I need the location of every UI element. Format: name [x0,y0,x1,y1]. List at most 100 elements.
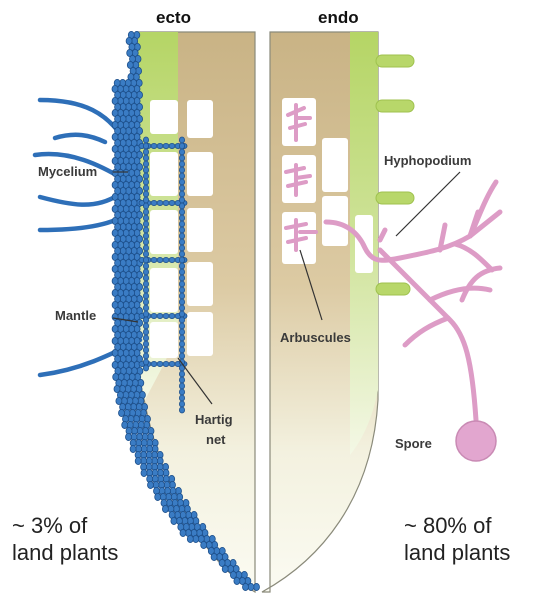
hypha-bead [186,535,194,544]
hypha-bead [178,370,185,378]
hypha-bead [142,226,149,234]
hypha-bead [178,262,185,270]
hypha-bead [142,244,149,252]
label-hartig-line2: net [206,432,226,447]
hypha-bead [129,444,137,453]
hypha-bead [142,286,149,294]
ecto-root [137,31,256,594]
hypha-bead [125,432,132,441]
hypha-bead [178,202,185,210]
label-mantle: Mantle [55,308,97,323]
hypha-bead [178,214,185,222]
hypha-bead [150,256,158,263]
hypha-bead [178,148,185,156]
hypha-bead [142,160,149,168]
hypha-bead [142,142,149,150]
label-spore: Spore [395,436,432,451]
hypha-bead [178,286,185,294]
hypha-bead [178,136,185,144]
hypha-bead [142,334,149,342]
hypha-bead [168,199,176,206]
hypha-bead [161,504,169,513]
hypha-bead [233,577,241,586]
hypha-bead [142,310,149,318]
hypha-bead [170,517,178,526]
hypha-bead [142,172,149,180]
hypha-bead [178,178,185,186]
hypha-bead [142,268,149,276]
hypha-bead [142,208,149,216]
hypha-bead [113,384,121,393]
hypha-bead [221,565,229,574]
stat-ecto-line2: land plants [12,540,119,565]
endo-root [261,31,415,593]
spore-body [455,420,497,462]
hypha-bead [178,388,185,396]
heading-endo: endo [318,8,359,27]
hypha-bead [178,196,185,204]
hypha-bead [242,583,249,592]
hypha-bead [178,250,185,258]
hypha-bead [142,190,149,198]
hypha-bead [147,480,154,489]
hypha-bead [178,328,185,336]
stat-ecto-line1: ~ 3% of [12,513,88,538]
hypha-bead [142,166,149,174]
hypha-bead [142,322,149,330]
hypha-bead [142,346,149,354]
hypha-bead [142,136,149,144]
hypha-bead [178,184,185,192]
hypha-bead [142,316,149,324]
hypha-bead [178,208,185,216]
hypha-bead [142,238,149,246]
hypha-bead [150,199,158,206]
hypha-bead [162,360,170,367]
hypha-bead [142,256,149,264]
hypha-bead [156,199,164,206]
hypha-bead [178,268,185,276]
hypha-bead [178,316,185,324]
hypha-bead [178,310,185,318]
hypha-bead [178,244,185,252]
hypha-bead [168,142,176,149]
label-mycelium: Mycelium [38,164,98,179]
label-hyphopodium: Hyphopodium [384,153,472,168]
hypha-bead [178,406,185,414]
hypha-bead [178,322,185,330]
hypha-bead [178,166,185,174]
stat-endo-line1: ~ 80% of [404,513,492,538]
label-hartig-line1: Hartig [195,412,233,427]
hypha-bead [178,376,185,384]
hypha-bead [178,256,185,264]
hypha-bead [142,262,149,270]
hypha-bead [178,142,185,150]
hypha-bead [142,364,149,372]
hypha-bead [142,232,149,240]
endo-hyphae [323,179,503,423]
hypha-bead [156,142,164,149]
stat-endo: ~ 80% of land plants [404,512,510,566]
hypha-bead [178,394,185,402]
hypha-bead [229,571,237,580]
hypha-bead [178,238,185,246]
hypha-bead [162,142,170,149]
hypha-bead [150,312,158,319]
hypha-bead [179,529,187,538]
hypha-bead [210,553,218,562]
hypha-bead [118,408,125,417]
hypha-bead [142,154,149,162]
ecto-mantle-beads [111,30,260,592]
hypha-bead [178,160,185,168]
hypha-bead [178,226,185,234]
hypha-bead [178,340,185,348]
hypha-bead [156,360,164,367]
hypha-bead [115,396,123,405]
hypha-bead [218,559,226,568]
hypha-bead [150,360,158,367]
hypha-bead [150,142,158,149]
hypha-bead [140,468,148,477]
hypha-bead [142,328,149,336]
hypha-bead [154,492,162,501]
root-hairs [375,54,415,296]
